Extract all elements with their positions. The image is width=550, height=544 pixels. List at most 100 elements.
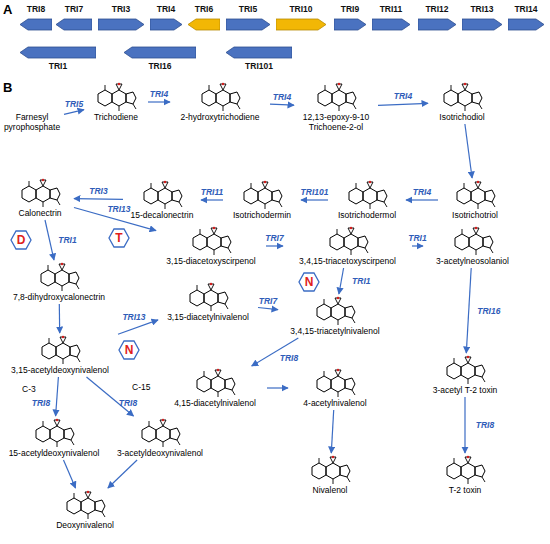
gene-arrow: TRI13 [462, 4, 502, 32]
reaction-arrow [464, 397, 465, 453]
gene-name: TRI9 [334, 4, 366, 14]
gene-arrow-outline [20, 19, 52, 30]
gene-name: TRI3 [98, 4, 144, 14]
structure-glyph [42, 336, 80, 364]
gene-arrow-shape [124, 46, 196, 59]
gene-arrow-shape [276, 18, 326, 31]
gene-name: TRI1 [20, 61, 96, 71]
structure-glyph [197, 369, 235, 397]
compound-name: 15-acetyldeoxynivalenol [2, 448, 106, 458]
reaction-arrow [87, 377, 134, 416]
enzyme-label: TRI4 [394, 91, 412, 101]
compound-name: 7,8-dihydroxycalonectrin [4, 292, 114, 302]
hexagon-shape [119, 341, 139, 359]
gene-arrow: TRI8 [20, 4, 52, 32]
gene-arrow: TRI16 [124, 46, 196, 74]
hexagon-shape [109, 229, 129, 247]
compound-name: Deoxynivalenol [40, 520, 130, 530]
gene-arrow-shape [508, 18, 544, 31]
reaction-arrow [56, 377, 59, 416]
gene-arrow-outline [20, 47, 96, 58]
reaction-arrow [258, 308, 278, 310]
compound-node: Isotrichodermol [330, 180, 404, 220]
gene-name: TRI13 [462, 4, 502, 14]
compound-name: 3-acetyl T-2 toxin [420, 385, 510, 395]
compound-node: Farnesyl pyrophosphate [2, 112, 62, 132]
compound-node: T-2 toxin [425, 455, 505, 495]
reaction-arrow [406, 199, 438, 200]
gene-arrow-outline [372, 19, 410, 30]
compound-node: 3,4,15-triacetoxyscirpenol [285, 226, 410, 266]
position-label: C-3 [22, 384, 36, 394]
compound-node: 3-acetyl T-2 toxin [420, 355, 510, 395]
structure-glyph [190, 283, 228, 311]
compound-name: 4,15-diacetylnivalenol [165, 398, 265, 408]
reaction-arrow [108, 460, 137, 488]
gene-arrow: TRI5 [226, 4, 270, 32]
compound-name: 4-acetylnivalenol [290, 398, 380, 408]
compound-name: Isotrichodermol [330, 210, 404, 220]
marker-letter: N [118, 340, 140, 360]
structure-glyph [447, 356, 485, 384]
gene-arrow-outline [226, 19, 270, 30]
gene-arrow: TRI3 [98, 4, 144, 32]
gene-arrow-shape [150, 18, 182, 31]
compound-name: Calonectrin [8, 208, 72, 218]
panel-letter: B [3, 80, 12, 95]
compound-node: 2-hydroxytrichodiene [172, 82, 268, 122]
enzyme-label: TRI4 [273, 92, 291, 102]
structure-glyph [317, 297, 355, 325]
enzyme-label: TRI16 [477, 306, 500, 316]
gene-arrow-shape [188, 18, 220, 31]
compound-name: Isotrichotriol [440, 210, 510, 220]
enzyme-label: TRI13 [107, 204, 130, 214]
gene-arrow-shape [20, 46, 96, 59]
compound-node: Isotrichodiol [430, 82, 494, 122]
gene-arrow: TRI101 [226, 46, 292, 74]
gene-name: TRI5 [226, 4, 270, 14]
compound-node: Calonectrin [8, 178, 72, 218]
reaction-arrow [59, 304, 61, 333]
reaction-arrow [252, 338, 299, 366]
gene-name: TRI10 [276, 4, 326, 14]
enzyme-label: TRI8 [280, 353, 298, 363]
gene-arrow: TRI1 [20, 46, 96, 74]
gene-arrow-outline [188, 19, 220, 30]
enzyme-label: TRI7 [265, 233, 283, 243]
gene-arrow-shape [20, 18, 52, 31]
reaction-arrow [148, 101, 170, 102]
compound-name: Trichodiene [86, 112, 146, 122]
reaction-arrow [412, 245, 423, 246]
structure-glyph [98, 83, 136, 111]
compound-name: 2-hydroxytrichodiene [172, 112, 268, 122]
enzyme-label: TRI1 [352, 276, 370, 286]
marker-letter: N [298, 272, 320, 292]
structure-glyph [22, 179, 60, 207]
compound-name: Isotrichodiol [430, 112, 494, 122]
structure-glyph [447, 456, 485, 484]
structure-glyph [317, 369, 355, 397]
compound-node: 3,15-acetyldeoxynivalenol [4, 335, 116, 375]
pathway-marker: D [10, 230, 32, 250]
reaction-arrow [266, 245, 283, 246]
enzyme-label: TRI3 [89, 186, 107, 196]
compound-name: 3-acetyldeoxynivalenol [108, 448, 212, 458]
compound-node: 12,13-epoxy-9-10 Trichoene-2-ol [296, 82, 376, 132]
reaction-arrow [270, 104, 294, 105]
gene-arrow-shape [462, 18, 502, 31]
enzyme-label: TRI8 [119, 398, 137, 408]
structure-glyph [202, 83, 240, 111]
pathway-marker: T [108, 228, 130, 248]
reaction-arrow [267, 387, 288, 388]
hexagon-shape [299, 273, 319, 291]
structure-glyph [444, 83, 482, 111]
gene-arrow: TRI9 [334, 4, 366, 32]
gene-arrow-outline [276, 19, 326, 30]
compound-name: Nivalenol [290, 485, 370, 495]
gene-name: TRI16 [124, 61, 196, 71]
reaction-arrow [301, 199, 328, 200]
reaction-arrow [331, 410, 333, 453]
gene-arrow-outline [334, 19, 366, 30]
structure-glyph [349, 181, 387, 209]
